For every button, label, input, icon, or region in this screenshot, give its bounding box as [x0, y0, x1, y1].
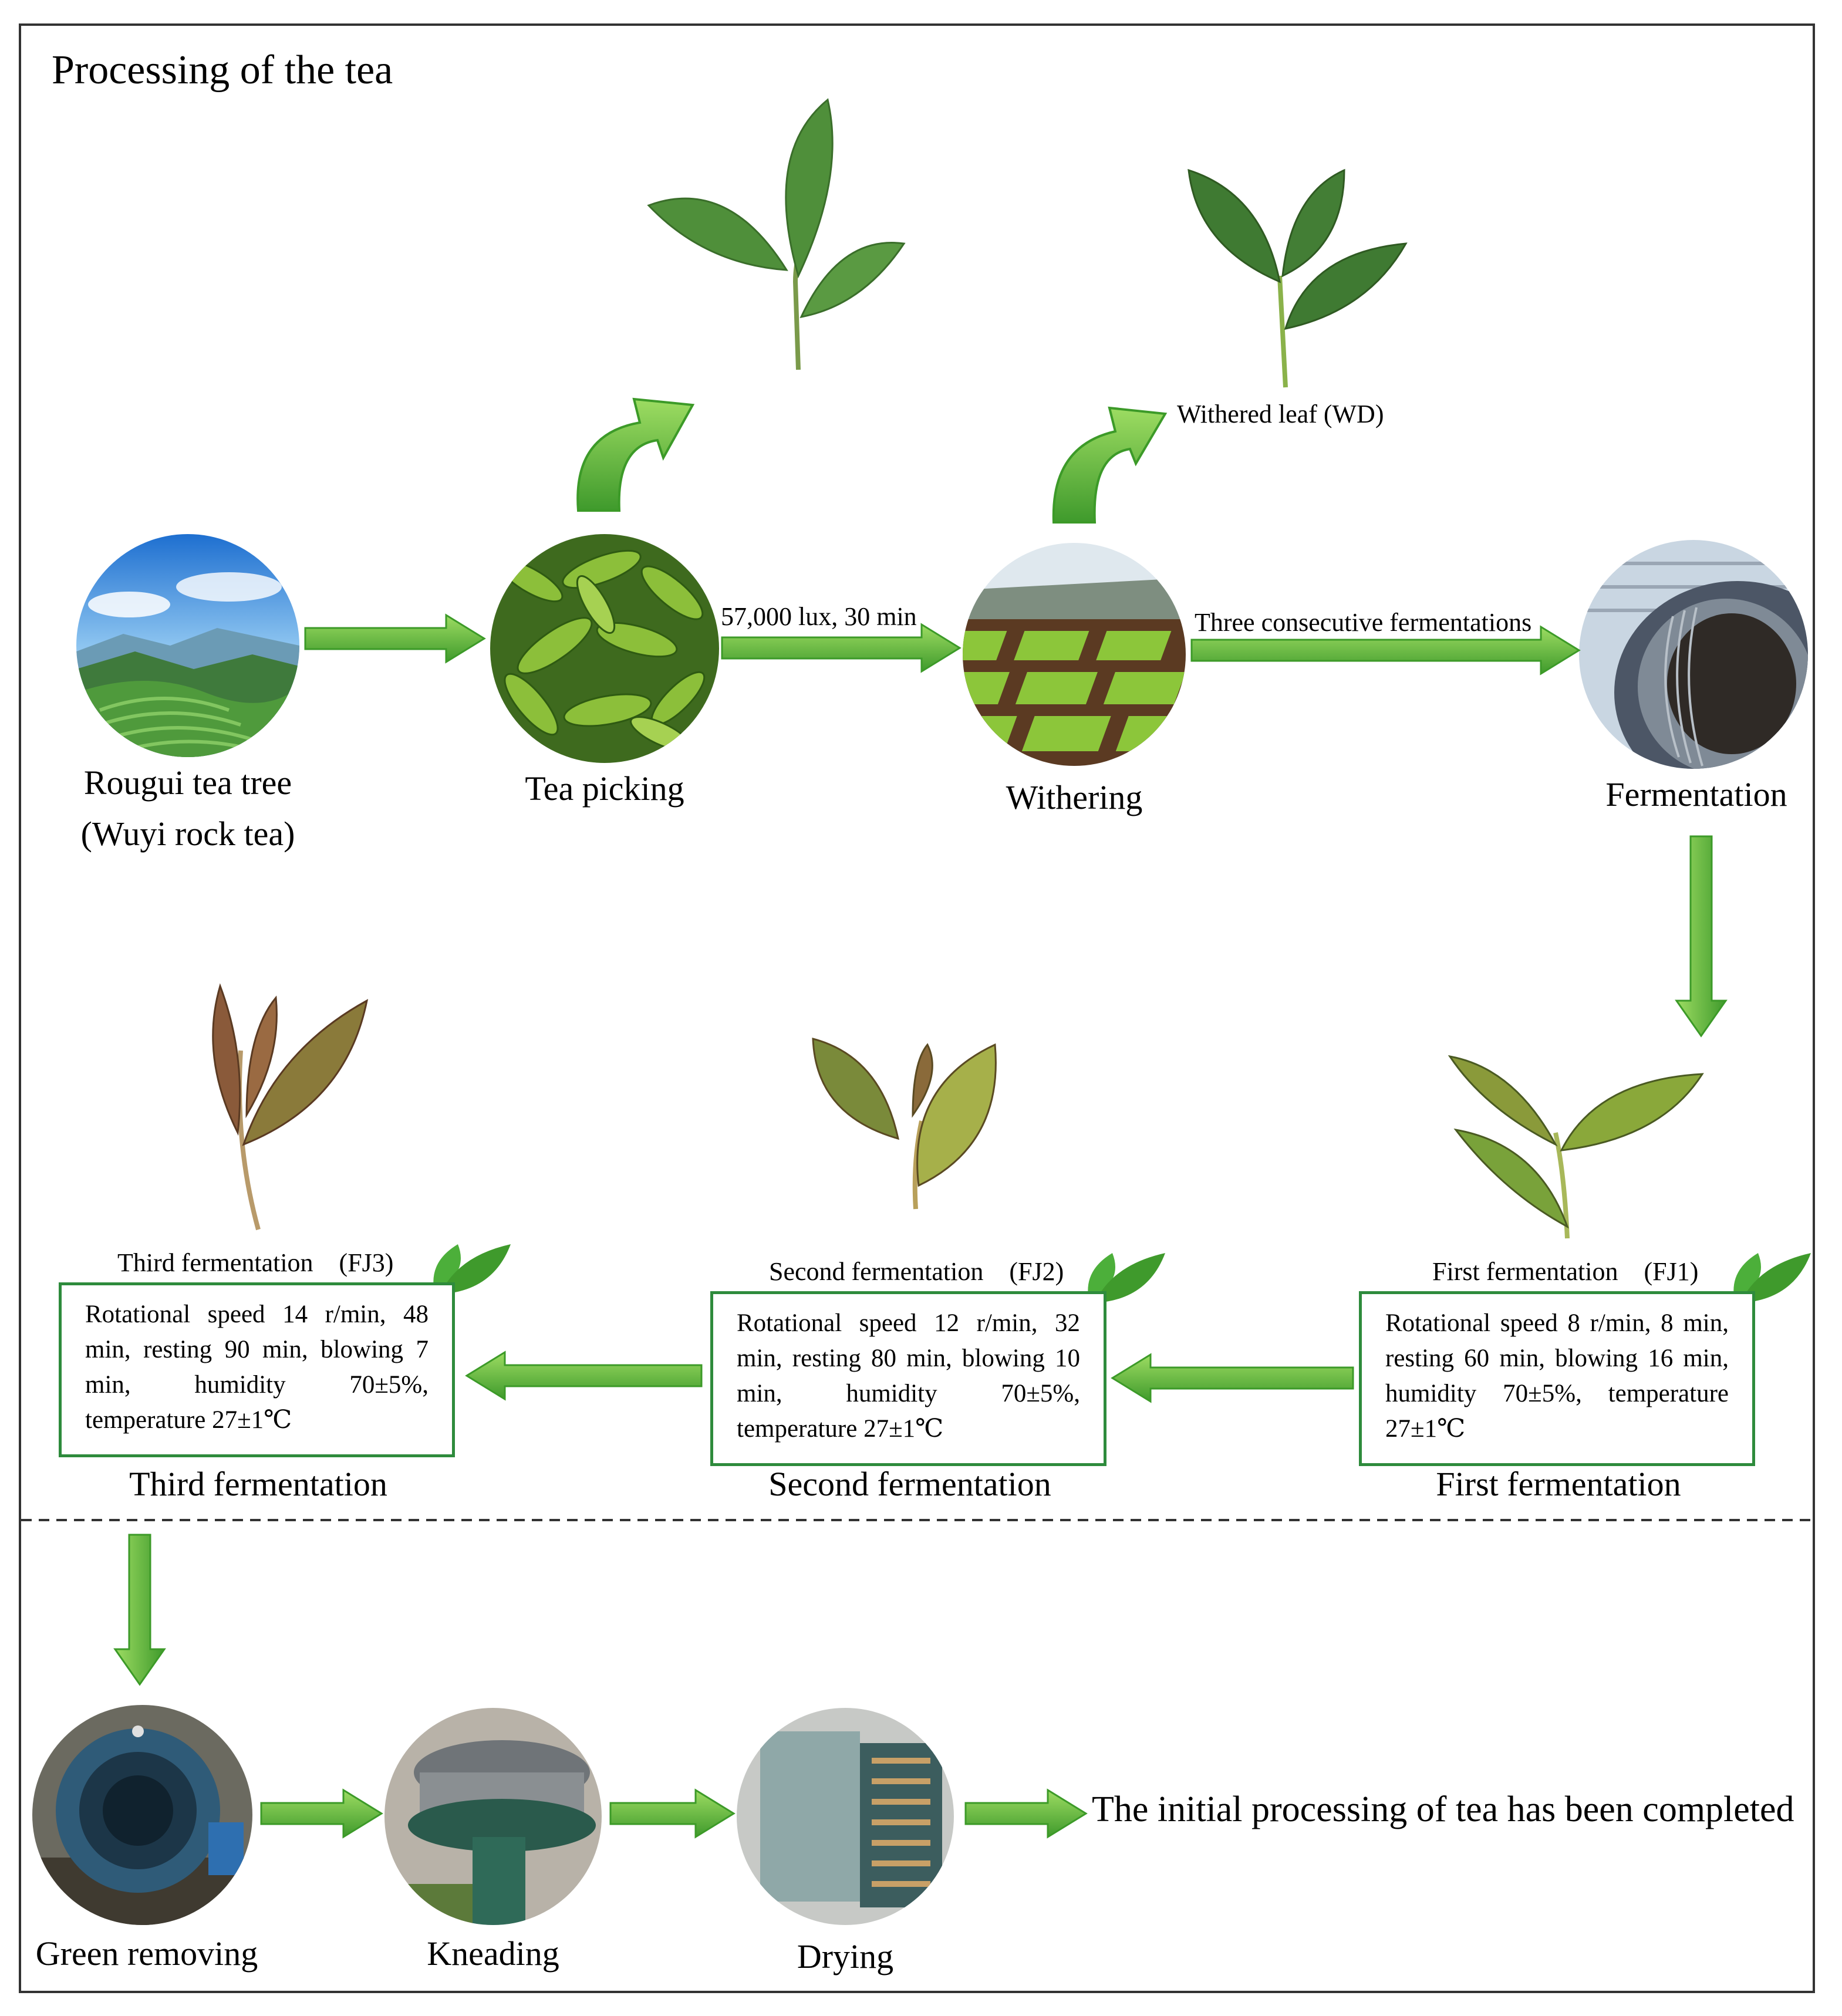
- third-fermentation-label: Third fermentation: [129, 1465, 387, 1503]
- figure-frame: [19, 23, 1815, 1993]
- kneading-photo: [384, 1708, 602, 1925]
- drying-label: Drying: [797, 1937, 894, 1976]
- withering-fermentation-condition: Three consecutive fermentations: [1195, 608, 1532, 637]
- arrow-right-icon: [304, 613, 486, 664]
- green-removing-label: Green removing: [35, 1934, 258, 1973]
- arrow-right-icon: [1190, 625, 1581, 676]
- leaf-icon: [1088, 1253, 1165, 1303]
- picking-withering-condition: 57,000 lux, 30 min: [721, 602, 917, 631]
- second-fermentation-details: Rotational speed 12 r/min, 32 min, resti…: [710, 1291, 1106, 1466]
- fermented-leaf-icon: [1448, 1055, 1704, 1239]
- fermented-leaf-icon: [212, 983, 369, 1231]
- second-fermentation-caption: Second fermentation (FJ2): [769, 1257, 1064, 1286]
- green-removing-photo: [32, 1705, 252, 1925]
- first-fermentation-label: First fermentation: [1436, 1465, 1681, 1503]
- withered-leaf-label: Withered leaf (WD): [1177, 400, 1384, 428]
- third-fermentation-details: Rotational speed 14 r/min, 48 min, resti…: [59, 1282, 455, 1457]
- withering-label: Withering: [1006, 778, 1143, 816]
- first-fermentation-caption: First fermentation (FJ1): [1432, 1257, 1699, 1286]
- third-fermentation-caption: Third fermentation (FJ3): [117, 1248, 394, 1277]
- figure-title: Processing of the tea: [52, 48, 393, 93]
- curved-arrow-icon: [576, 397, 695, 512]
- drying-photo: [737, 1708, 954, 1925]
- final-statement: The initial processing of tea has been c…: [1092, 1789, 1794, 1829]
- tea-tree-label-line2: (Wuyi rock tea): [80, 815, 295, 853]
- curved-arrow-icon: [1052, 406, 1168, 524]
- tea-tree-label: Rougui tea tree (Wuyi rock tea): [47, 763, 329, 853]
- tea-tree-label-line1: Rougui tea tree: [83, 764, 292, 802]
- fermentation-photo: [1579, 540, 1808, 769]
- leaf-icon: [433, 1244, 511, 1294]
- tea-picking-label: Tea picking: [525, 769, 684, 808]
- arrow-down-icon: [113, 1534, 166, 1686]
- arrow-down-icon: [1675, 835, 1728, 1038]
- fresh-leaf-icon: [647, 98, 906, 370]
- leaf-icon: [1733, 1253, 1811, 1303]
- arrow-right-icon: [964, 1788, 1088, 1839]
- arrow-right-icon: [721, 623, 962, 673]
- withered-leaf-icon: [1187, 168, 1408, 388]
- fermentation-label: Fermentation: [1605, 775, 1787, 813]
- withering-photo: [963, 543, 1186, 766]
- arrow-right-icon: [609, 1788, 736, 1839]
- kneading-label: Kneading: [427, 1934, 559, 1973]
- fermented-leaf-icon: [812, 1038, 997, 1210]
- arrow-left-icon: [1111, 1353, 1354, 1403]
- arrow-left-icon: [465, 1350, 703, 1401]
- first-fermentation-details: Rotational speed 8 r/min, 8 min, resting…: [1359, 1291, 1755, 1466]
- arrow-right-icon: [260, 1788, 383, 1839]
- second-fermentation-label: Second fermentation: [768, 1465, 1051, 1503]
- tea-tree-photo: [76, 534, 299, 757]
